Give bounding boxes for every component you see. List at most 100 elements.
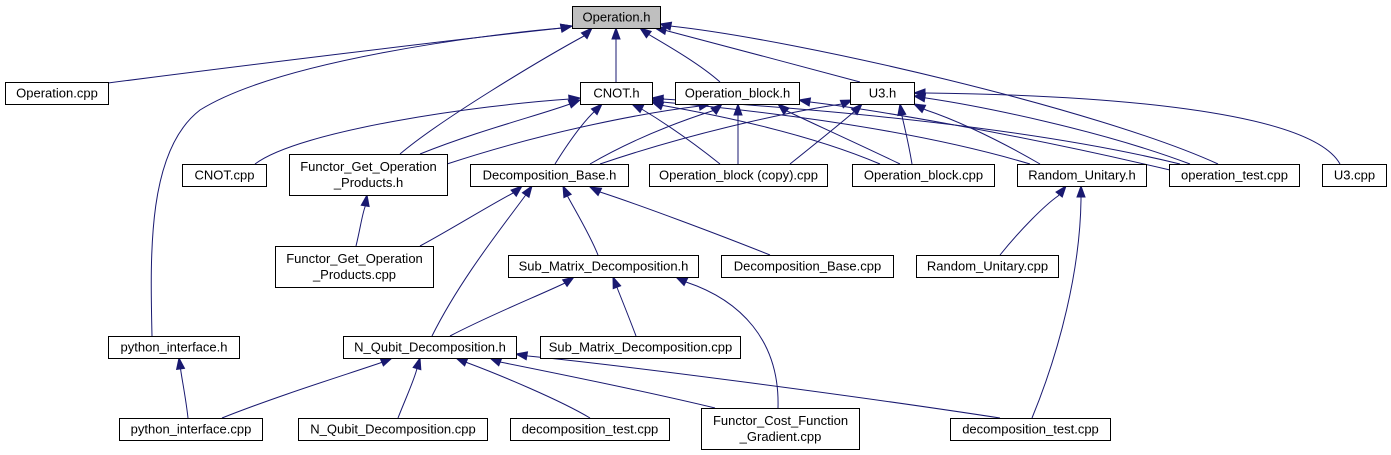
node-operation-block-cpp[interactable]: Operation_block.cpp [852,164,995,187]
edge-line [913,95,1191,165]
edge-random_unitary_cpp-to-random_unitary_h [999,184,1067,256]
arrowhead-icon [612,275,622,290]
node-label: _Products.cpp [312,267,396,282]
edge-line [589,103,723,165]
edge-functor_get_h-to-cnot_h [419,99,582,155]
node-operation-test-cpp[interactable]: operation_test.cpp [1169,164,1300,187]
edge-functor_get_h-to-operation_block_h [446,101,712,165]
node-u3-cpp[interactable]: U3.cpp [1322,164,1387,187]
node-python-interface-h[interactable]: python_interface.h [108,336,240,359]
edge-cnot_h-to-operation_h [611,26,621,82]
node-sub-matrix-cpp[interactable]: Sub_Matrix_Decomposition.cpp [540,336,741,359]
edge-decomposition_base_h-to-u3_h [599,99,854,165]
edge-line [1031,186,1082,419]
arrowhead-icon [510,185,524,198]
node-label: Operation_block.h [685,86,791,101]
arrowhead-icon [412,356,422,371]
node-label: CNOT.cpp [195,168,255,183]
edge-functor_cost_cpp-to-n_qubit_h [488,357,716,409]
node-decomposition-base-cpp[interactable]: Decomposition_Base.cpp [721,255,894,278]
edge-line [150,25,573,337]
edge-sub_matrix_h-to-decomposition_base_h [562,184,599,256]
node-box [540,336,741,359]
node-label: python_interface.cpp [131,422,252,437]
node-random-unitary-h[interactable]: Random_Unitary.h [1017,164,1147,187]
node-functor-get-cpp[interactable]: Functor_Get_Operation_Products.cpp [275,246,434,288]
node-label: U3.h [869,86,896,101]
node-box [580,82,653,105]
edge-line [659,23,1219,165]
edge-random_unitary_h-to-cnot_h [650,97,1031,165]
node-operation-cpp[interactable]: Operation.cpp [5,82,109,105]
node-n-qubit-cpp[interactable]: N_Qubit_Decomposition.cpp [298,418,488,441]
node-n-qubit-h[interactable]: N_Qubit_Decomposition.h [343,336,517,359]
edge-decomposition_test_cpp_b-to-n_qubit_h [514,351,1001,419]
node-decomposition-test-cpp-b[interactable]: decomposition_test.cpp [950,418,1111,441]
arrowhead-icon [360,193,370,208]
arrowhead-icon [611,26,621,40]
edge-line [489,357,716,409]
node-label: Random_Unitary.cpp [927,259,1048,274]
edge-decomposition_test_cpp_b-to-random_unitary_h [1031,184,1086,419]
edge-line [913,103,1041,165]
edge-line [455,357,591,419]
node-cnot-h[interactable]: CNOT.h [580,82,653,105]
node-label: Functor_Get_Operation [300,159,437,174]
node-random-unitary-cpp[interactable]: Random_Unitary.cpp [916,255,1059,278]
node-functor-cost-cpp[interactable]: Functor_Cost_Function_Gradient.cpp [701,408,860,450]
node-box [850,82,915,105]
edge-python_interface_h-to-operation_h [150,23,574,337]
edge-functor_get_cpp-to-decomposition_base_h [419,185,524,247]
node-label: Functor_Get_Operation [286,251,423,266]
edge-line [651,101,881,165]
node-box [182,164,267,187]
node-u3-h[interactable]: U3.h [850,82,915,105]
node-label: Operation.cpp [16,86,98,101]
node-decomposition-base-h[interactable]: Decomposition_Base.h [470,164,629,187]
edge-line [914,92,1341,165]
edge-cnot_cpp-to-cnot_h [254,94,582,165]
arrowhead-icon [588,186,603,197]
edges-layer [107,21,1341,419]
edge-line [107,25,573,84]
node-label: N_Qubit_Decomposition.cpp [310,422,475,437]
node-box [343,336,517,359]
arrowhead-icon [912,103,927,114]
edge-operation_block_copy_cpp-to-operation_block_h [733,102,743,164]
node-label: operation_test.cpp [1181,168,1288,183]
edge-line [777,103,901,165]
node-decomposition-test-cpp-a[interactable]: decomposition_test.cpp [510,418,670,441]
edge-line [178,357,189,419]
edge-operation_block_cpp-to-u3_h [897,102,913,165]
arrowhead-icon [650,94,664,104]
node-cnot-cpp[interactable]: CNOT.cpp [182,164,267,187]
node-label: Functor_Cost_Function [713,413,848,428]
node-box [1322,164,1387,187]
arrowhead-icon [674,276,689,287]
edge-operation_test_cpp-to-operation_block_h [797,97,1171,171]
node-box [508,255,699,278]
node-box [5,82,109,105]
edge-python_interface_cpp-to-python_interface_h [175,356,189,419]
node-sub-matrix-h[interactable]: Sub_Matrix_Decomposition.h [508,255,699,278]
edge-operation_cpp-to-operation_h [107,23,574,84]
edge-line [675,276,779,409]
edge-sub_matrix_cpp-to-sub_matrix_h [612,275,637,337]
arrowhead-icon [897,102,907,117]
edge-line [612,276,637,337]
edge-random_unitary_h-to-u3_h [912,103,1041,165]
edge-n_qubit_h-to-decomposition_base_h [431,184,533,337]
node-operation-block-h[interactable]: Operation_block.h [675,82,800,105]
node-functor-get-h[interactable]: Functor_Get_Operation_Products.h [289,154,448,196]
node-box [289,154,448,196]
edge-n_qubit_cpp-to-n_qubit_h [397,356,422,419]
arrowhead-icon [797,97,812,107]
edge-line [355,194,368,247]
node-python-interface-cpp[interactable]: python_interface.cpp [119,418,263,441]
node-box [649,164,828,187]
node-operation-h[interactable]: Operation.h [572,6,661,29]
node-label: U3.cpp [1334,168,1375,183]
node-label: CNOT.h [593,86,639,101]
node-operation-block-copy-cpp[interactable]: Operation_block (copy).cpp [649,164,828,187]
